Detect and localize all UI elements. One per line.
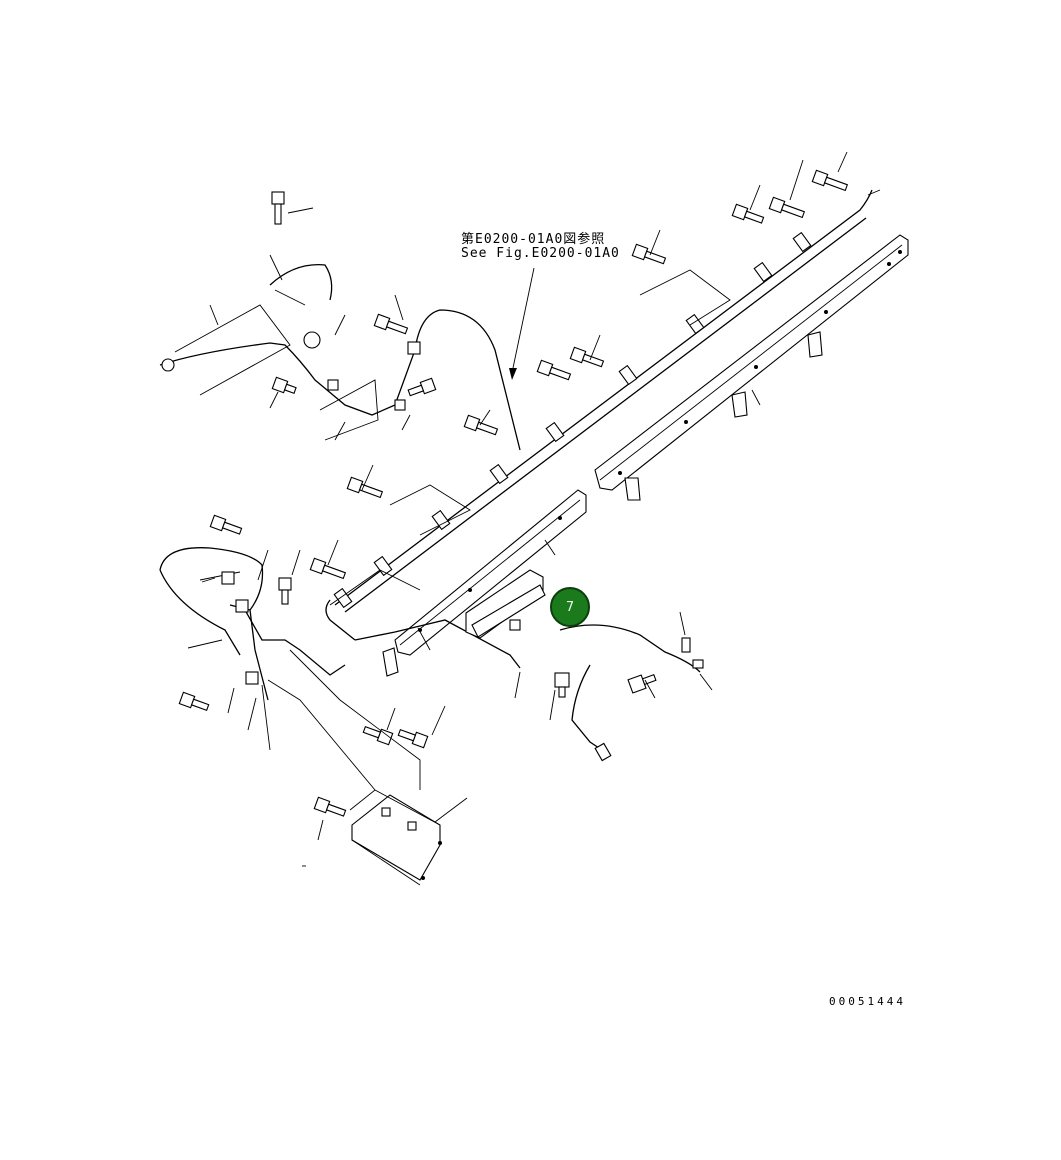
plate-bracket — [465, 569, 704, 762]
hose-assembly-upper-left — [159, 264, 521, 451]
grouping-lines — [174, 269, 731, 886]
mount-bracket-bottom — [351, 794, 442, 881]
reference-note-japanese: 第E0200-01A0図参照 — [461, 232, 606, 247]
callout-7-label: 7 — [565, 599, 575, 615]
hydraulic-tubes — [325, 189, 873, 669]
bolts — [178, 169, 849, 817]
leader-lines — [187, 151, 881, 867]
callout-7-marker[interactable]: 7 — [550, 587, 590, 627]
rail-bracket-lower — [382, 489, 587, 677]
hose-assembly-lower-left — [159, 547, 346, 701]
reference-note-english: See Fig.E0200-01A0 — [461, 246, 620, 261]
drawing-number: 00051444 — [829, 995, 906, 1008]
rail-bracket-upper — [594, 234, 909, 501]
